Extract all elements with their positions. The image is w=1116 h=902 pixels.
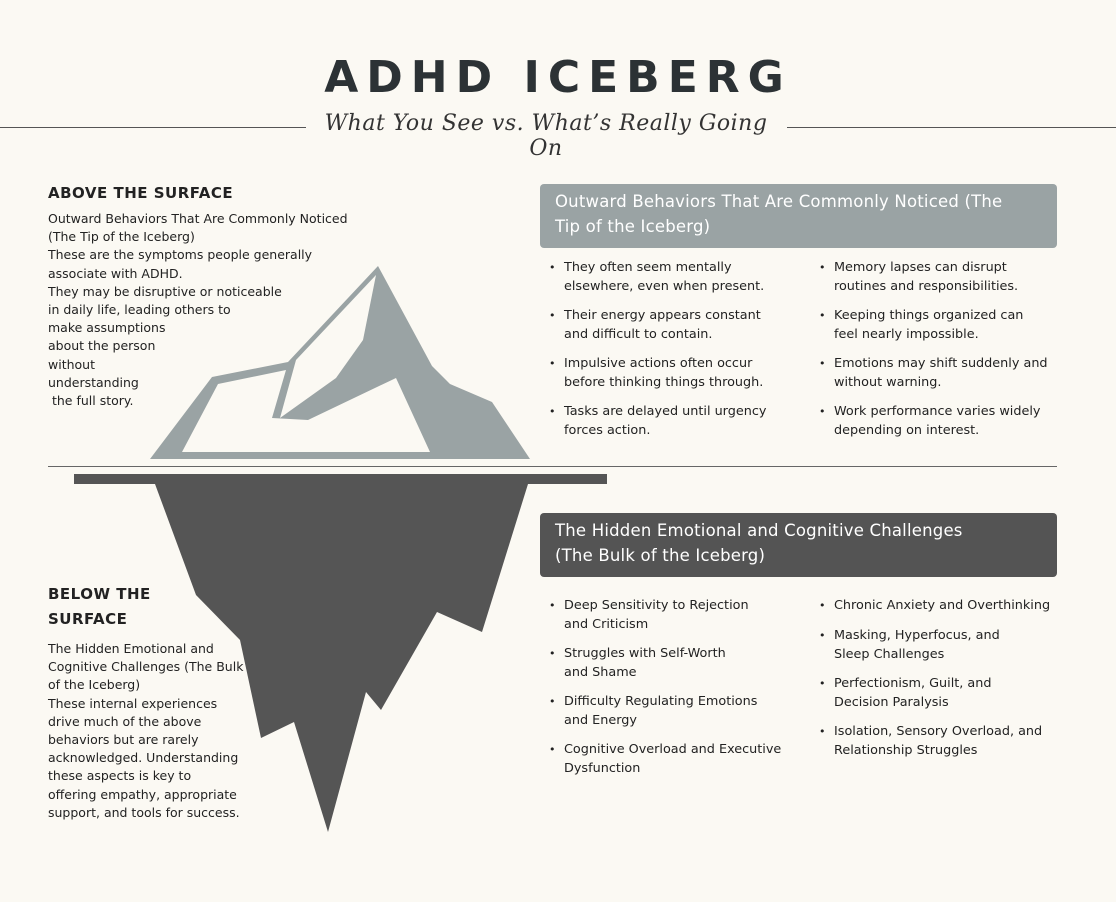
page-subtitle: What You See vs. What’s Really Going On (324, 111, 768, 161)
description-line: (The Tip of the Iceberg) (48, 229, 195, 245)
description-line: behaviors but are rarely (48, 732, 199, 748)
above-surface-description: Outward Behaviors That Are Commonly Noti… (48, 210, 348, 410)
list-item: Isolation, Sensory Overload, andRelation… (812, 722, 1082, 761)
iceberg-base-bar (74, 474, 607, 484)
description-line: They may be disruptive or noticeable (48, 283, 282, 299)
list-item: Chronic Anxiety and Overthinking (812, 596, 1082, 616)
title-rule-right (787, 127, 1116, 128)
waterline-divider (48, 466, 1057, 467)
description-line: the full story. (48, 393, 134, 409)
description-line: of the Iceberg) (48, 677, 141, 693)
banner-line: (The Bulk of the Iceberg) (555, 545, 766, 565)
description-line: in daily life, leading others to (48, 302, 231, 318)
description-line: these aspects is key to (48, 768, 192, 784)
description-line: without (48, 356, 95, 372)
description-line: These internal experiences (48, 695, 218, 711)
description-line: make assumptions (48, 320, 166, 336)
description-line: associate with ADHD. (48, 265, 183, 281)
title-rule-left (0, 127, 306, 128)
description-line: offering empathy, appropriate (48, 786, 237, 802)
banner-line: The Hidden Emotional and Cognitive Chall… (555, 521, 963, 540)
list-item: Work performance varies widelydepending … (812, 402, 1072, 441)
below-challenges-list-2: Chronic Anxiety and Overthinking Masking… (812, 596, 1082, 761)
banner-line: Outward Behaviors That Are Commonly Noti… (555, 192, 1003, 211)
description-line: drive much of the above (48, 713, 202, 729)
banner-line: Tip of the Iceberg) (555, 216, 711, 236)
description-line: understanding (48, 374, 139, 390)
iceberg-bulk (155, 484, 528, 832)
description-line: The Hidden Emotional and (48, 641, 214, 656)
description-line: about the person (48, 338, 156, 354)
iceberg-tip (150, 266, 530, 459)
list-item: Cognitive Overload and ExecutiveDysfunct… (542, 740, 812, 779)
description-line: Cognitive Challenges (The Bulk (48, 659, 244, 675)
description-line: acknowledged. Understanding (48, 750, 239, 766)
description-line: support, and tools for success. (48, 804, 240, 820)
description-line: Outward Behaviors That Are Commonly Noti… (48, 211, 348, 226)
below-surface-banner: The Hidden Emotional and Cognitive Chall… (540, 513, 1057, 577)
below-surface-heading: BELOW THE SURFACE (48, 585, 151, 628)
description-line: These are the symptoms people generally (48, 247, 313, 263)
above-surface-banner: Outward Behaviors That Are Commonly Noti… (540, 184, 1057, 248)
below-surface-description: The Hidden Emotional and Cognitive Chall… (48, 640, 243, 822)
page-title: ADHD ICEBERG (324, 52, 792, 103)
above-surface-heading: ABOVE THE SURFACE (48, 184, 234, 202)
